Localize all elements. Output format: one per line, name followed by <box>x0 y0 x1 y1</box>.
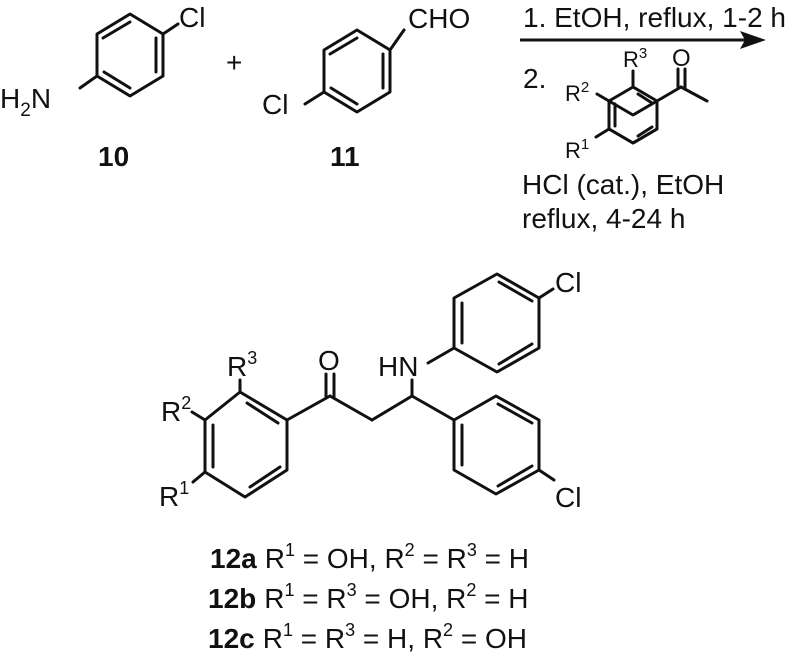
product-r1-label: R1 <box>159 478 189 512</box>
compound-10-number: 10 <box>98 141 129 172</box>
reagent-r3-label: R3 <box>623 45 647 72</box>
product-c-cl-bond <box>537 468 556 482</box>
reagent-r1-label: R1 <box>565 136 589 163</box>
compound-11-ring-double-bond <box>329 86 359 106</box>
product-n-aryl-bond <box>426 346 456 365</box>
product-c-cl-bond <box>537 287 555 300</box>
compound-10-chlorine: Cl <box>179 2 205 33</box>
reagent-methyl-bond <box>679 85 709 103</box>
product-c-aryl-double-bond <box>496 464 534 488</box>
product-c-r1-bond <box>191 470 207 484</box>
product-r3-label: R3 <box>227 348 257 382</box>
product-n-aryl-double-bond <box>497 342 534 366</box>
arrow-head <box>740 31 766 49</box>
compound-11: CHO Cl 11 <box>262 3 470 172</box>
compound-10-c-n-bond <box>78 74 99 90</box>
reagent-c-acyl-bond <box>655 85 683 103</box>
product-chain-bond <box>328 394 374 422</box>
reagent-ring-double-bond <box>636 125 654 138</box>
reagent-c-r2-bond <box>595 92 611 103</box>
product-aryl-double-bond <box>248 465 282 489</box>
compound-11-aldehyde-group: CHO <box>408 3 470 34</box>
product-c-r2-bond <box>190 410 207 422</box>
product-aryl-double-bond <box>245 401 280 425</box>
product-chlorine-bottom: Cl <box>555 482 581 513</box>
product-aryl-carbonyl-bond <box>285 394 332 422</box>
product-oxygen: O <box>318 345 340 376</box>
compound-10-ring <box>95 12 165 98</box>
compound-10-c-cl-bond <box>161 22 180 36</box>
condition-step-1: 1. EtOH, reflux, 1-2 h <box>523 2 786 33</box>
product-n-aryl-double-bond <box>497 280 534 303</box>
product-c-aryl-ring <box>452 394 541 496</box>
reagent-ring-double-bond <box>636 92 654 105</box>
reagent-c-r1-bond <box>594 127 611 139</box>
product-c-aryl-double-bond <box>496 402 534 425</box>
compound-11-ring-double-bond <box>328 36 359 56</box>
product-chlorine-top: Cl <box>555 267 581 298</box>
compound-11-c-cho-bond <box>388 28 406 52</box>
compound-11-c-cl-bond <box>303 90 326 106</box>
product-12: O HN Cl Cl R3 R2 R1 <box>159 267 581 513</box>
product-n-aryl-ring <box>452 272 541 374</box>
reagent-oxygen: O <box>672 45 691 72</box>
product-amine-nh: HN <box>378 351 418 382</box>
condition-step-2-catalyst: HCl (cat.), EtOH <box>522 169 724 200</box>
condition-step-2-label: 2. <box>523 63 546 94</box>
product-aryl-ring <box>203 390 289 499</box>
compound-11-number: 11 <box>330 141 360 172</box>
compound-10: Cl H2N 10 <box>0 2 205 172</box>
reagent-r2-label: R2 <box>565 79 589 106</box>
acetophenone-reagent: O R3 R2 R1 <box>565 45 709 163</box>
product-c-aryl-bond <box>410 394 456 422</box>
compound-10-amine-group: H2N <box>0 83 51 121</box>
compound-10-ring-double-bond <box>102 70 132 90</box>
compound-11-chlorine: Cl <box>262 89 288 120</box>
plus-sign: + <box>226 47 242 78</box>
reaction-arrow <box>520 31 766 49</box>
product-chain-bond <box>370 394 414 422</box>
compound-10-ring-double-bond <box>101 20 132 40</box>
product-r2-label: R2 <box>161 393 191 427</box>
compound-11-ring <box>322 28 392 114</box>
condition-step-2-time: reflux, 4-24 h <box>522 203 685 234</box>
